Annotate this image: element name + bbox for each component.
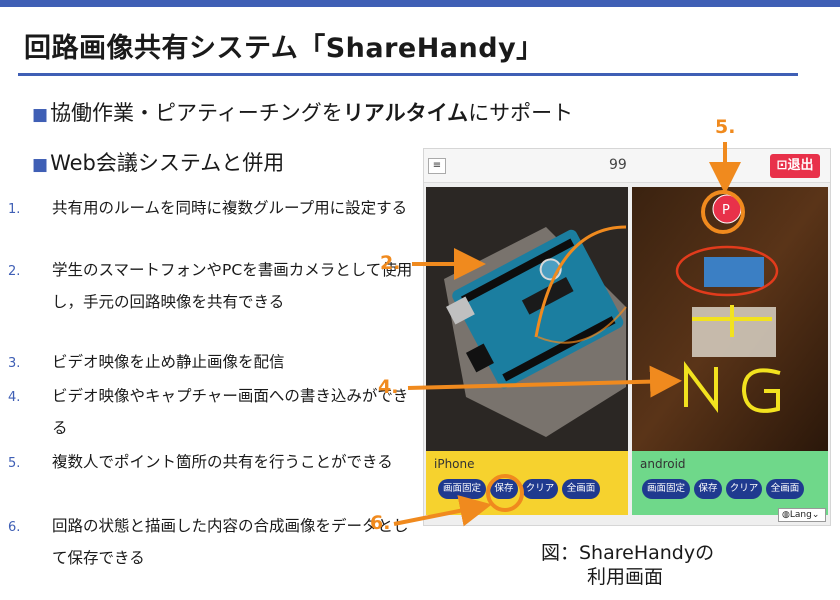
save-button[interactable]: 保存 <box>694 479 722 499</box>
list-item-number: 1. <box>8 202 21 217</box>
pane-android: P android 画面固定 保存 クリア 全画面 <box>632 187 828 519</box>
list-item-number: 6. <box>8 520 21 535</box>
exit-icon: ⊡ <box>776 158 788 173</box>
caption-line-1: 図：ShareHandyの <box>541 542 715 564</box>
callout-5: 5. <box>715 116 736 138</box>
top-accent-bar <box>0 0 840 7</box>
list-item-text: 回路の状態と描画した内容の合成画像をデータとして保存できる <box>52 517 409 567</box>
language-select[interactable]: ◍Lang⌄ <box>778 508 826 522</box>
clear-button[interactable]: クリア <box>522 479 558 499</box>
circuit-photo-iphone <box>426 187 628 451</box>
annotated-board-image: P <box>632 187 828 451</box>
fullscreen-button[interactable]: 全画面 <box>766 479 804 499</box>
title-underline <box>18 73 798 76</box>
bullet-text-post: にサポート <box>468 101 574 125</box>
list-item-number: 3. <box>8 356 21 371</box>
clear-button[interactable]: クリア <box>726 479 762 499</box>
list-item-text: 共有用のルームを同時に複数グループ用に設定する <box>52 199 408 217</box>
callout-4: 4. <box>378 376 399 398</box>
control-panel-iphone: iPhone 画面固定 保存 クリア 全画面 <box>426 451 628 515</box>
chevron-down-icon: ⌄ <box>811 510 820 520</box>
arduino-board-image <box>426 187 628 451</box>
list-item-number: 2. <box>8 264 21 279</box>
screen-lock-button[interactable]: 画面固定 <box>642 479 690 499</box>
device-name: iPhone <box>434 457 475 471</box>
pane-iphone: iPhone 画面固定 保存 クリア 全画面 <box>426 187 628 519</box>
callout-2: 2. <box>380 252 401 274</box>
language-label: Lang <box>789 510 812 520</box>
list-item-text: ビデオ映像やキャプチャー画面への書き込みができる <box>52 387 409 437</box>
globe-icon: ◍ <box>782 510 790 520</box>
list-item-number: 5. <box>8 456 21 471</box>
list-item-text: 複数人でポイント箇所の共有を行うことができる <box>52 453 393 471</box>
fullscreen-button[interactable]: 全画面 <box>562 479 600 499</box>
menu-icon[interactable]: ≡ <box>428 158 446 174</box>
callout-6: 6. <box>370 512 391 534</box>
bullet-text-bold: リアルタイム <box>342 101 469 125</box>
figure-caption: 図：ShareHandyの 利用画面 <box>541 541 714 589</box>
list-item-number: 4. <box>8 390 21 405</box>
slide-title: 回路画像共有システム「ShareHandy」 <box>24 33 544 64</box>
bullet-text-pre: 協働作業・ピアティーチングを <box>50 101 343 125</box>
room-number: 99 <box>609 157 627 173</box>
bullet-text: Web会議システムと併用 <box>50 151 285 175</box>
exit-label: 退出 <box>787 158 814 173</box>
app-toolbar: ≡ 99 ⊡退出 <box>424 149 830 183</box>
sharehandy-screenshot: ≡ 99 ⊡退出 iPhone <box>423 148 831 526</box>
device-name: android <box>640 457 686 471</box>
list-item-text: 学生のスマートフォンやPCを書画カメラとして使用し，手元の回路映像を共有できる <box>52 261 413 311</box>
list-item-text: ビデオ映像を止め静止画像を配信 <box>52 353 285 371</box>
bullet-marker-icon: ■ <box>32 155 49 175</box>
bullet-realtime: ■協働作業・ピアティーチングをリアルタイムにサポート <box>32 97 573 127</box>
caption-line-2: 利用画面 <box>587 566 664 588</box>
bullet-web-meeting: ■Web会議システムと併用 <box>32 147 284 177</box>
pointer-label: P <box>722 203 730 218</box>
circuit-photo-android: P <box>632 187 828 451</box>
bullet-marker-icon: ■ <box>32 105 49 125</box>
exit-button[interactable]: ⊡退出 <box>770 154 820 178</box>
control-panel-android: android 画面固定 保存 クリア 全画面 <box>632 451 828 515</box>
screen-lock-button[interactable]: 画面固定 <box>438 479 486 499</box>
save-button[interactable]: 保存 <box>490 479 518 499</box>
